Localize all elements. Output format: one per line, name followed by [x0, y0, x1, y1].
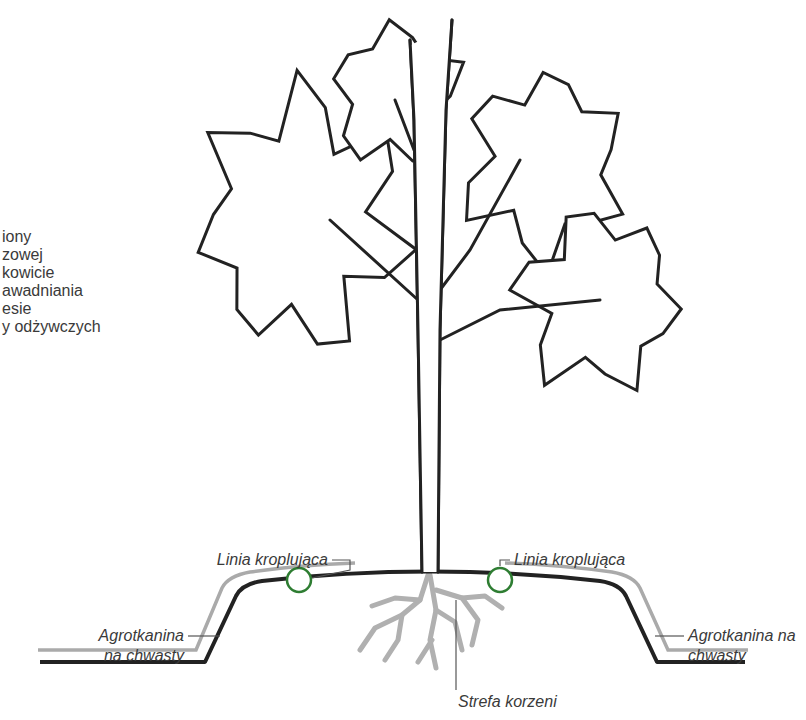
trunk	[410, 40, 422, 572]
part-label: Linia kroplująca	[514, 550, 654, 570]
intro-text: awadniania	[2, 281, 202, 301]
stem	[440, 300, 600, 340]
drip-line	[287, 568, 512, 592]
intro-text: y odżywczych	[2, 317, 202, 337]
stem	[395, 100, 414, 150]
part-label: Agrotkanina na chwasty	[78, 626, 184, 666]
roots	[360, 575, 502, 668]
trunk	[438, 20, 452, 572]
intro-text: esie	[2, 299, 202, 319]
part-label: Strefa korzeni	[458, 692, 598, 712]
vine-plant	[198, 20, 681, 572]
leader-lines	[188, 560, 684, 690]
part-label: Agrotkanina na chwasty	[688, 626, 800, 666]
intro-text: zowej	[2, 245, 202, 265]
stem	[330, 220, 418, 300]
intro-text: kowicie	[2, 263, 202, 283]
stem	[440, 160, 520, 290]
trunk-fill	[411, 25, 450, 572]
intro-text: iony	[2, 227, 202, 247]
part-label: Linia kroplująca	[200, 550, 328, 570]
